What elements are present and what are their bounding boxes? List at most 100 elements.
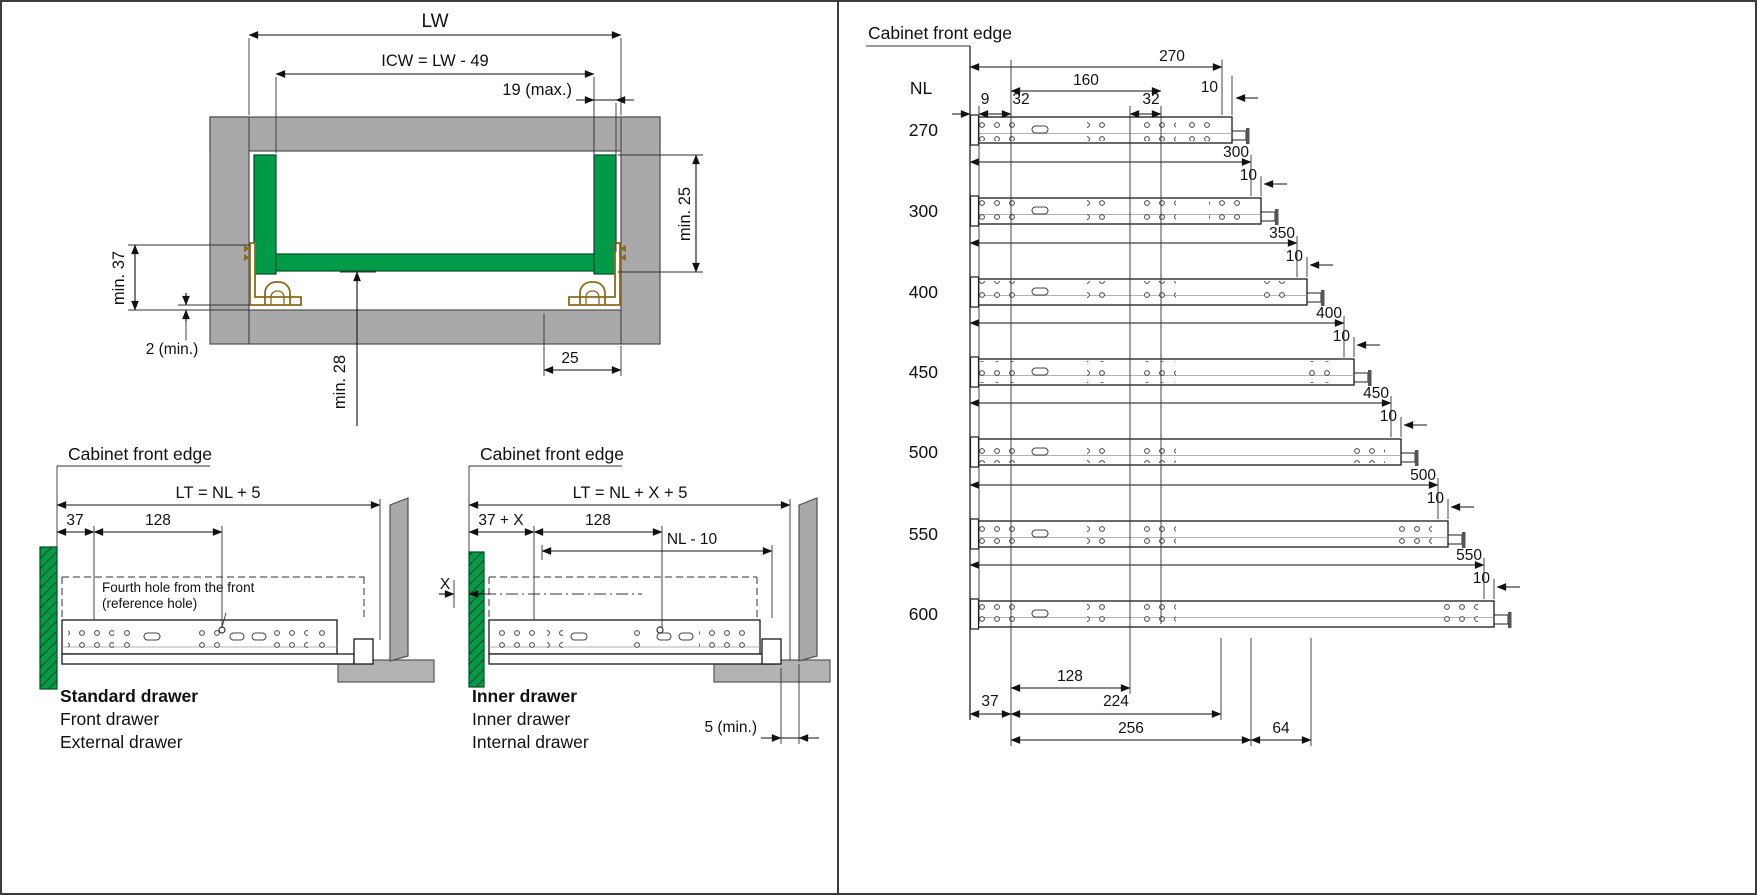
row-dim-value: 450 bbox=[1363, 385, 1389, 402]
slide-front-cap bbox=[969, 436, 980, 468]
hole-slot bbox=[1031, 206, 1049, 215]
hole-cluster bbox=[1140, 200, 1176, 222]
slide-front-cap bbox=[969, 195, 980, 227]
hole-cluster bbox=[1140, 361, 1176, 383]
cross-section-diag: LW ICW = LW - 49 19 (max.) min. 25 min. … bbox=[110, 11, 703, 426]
dim-25: 25 bbox=[561, 350, 578, 367]
cabinet-front-edge-bar bbox=[39, 546, 58, 690]
reference-hole-note-line2: (reference hole) bbox=[102, 596, 197, 611]
row-dim-value: 550 bbox=[1456, 547, 1482, 564]
slide-front-cap bbox=[969, 114, 980, 146]
hole-cluster bbox=[1087, 281, 1113, 303]
dim-37: 37 bbox=[66, 512, 83, 529]
drawer-right-side bbox=[593, 154, 617, 275]
dim-min37: min. 37 bbox=[110, 251, 128, 305]
slide-end-cap bbox=[1246, 128, 1250, 144]
hole-cluster bbox=[978, 200, 1018, 222]
nl-header: NL bbox=[910, 78, 933, 98]
hole-cluster bbox=[978, 603, 1018, 625]
hole-cluster bbox=[1087, 119, 1113, 141]
slide-end-cap bbox=[1462, 532, 1466, 548]
hole-cluster bbox=[1140, 281, 1176, 303]
hole-cluster bbox=[1140, 119, 1176, 141]
dim-9: 9 bbox=[981, 91, 990, 108]
slide-body bbox=[969, 520, 1449, 548]
row-dim-value: 400 bbox=[1316, 305, 1342, 322]
hole-slot bbox=[1031, 367, 1049, 376]
dim-32b: 32 bbox=[1142, 91, 1159, 108]
hole-cluster bbox=[1087, 200, 1113, 222]
row-dim-value: 300 bbox=[1223, 144, 1249, 161]
hole-cluster bbox=[1087, 603, 1113, 625]
nl-value: 450 bbox=[909, 362, 938, 382]
slide-end-cap bbox=[1508, 612, 1512, 628]
left-slide-rail bbox=[264, 281, 291, 305]
rear-bracket bbox=[761, 638, 782, 665]
dim-64: 64 bbox=[1272, 720, 1290, 737]
cabinet-front-edge-label: Cabinet front edge bbox=[868, 23, 1012, 43]
standard-drawer-alt1: Front drawer bbox=[60, 709, 159, 729]
standard-drawer-title: Standard drawer bbox=[60, 686, 198, 706]
dim-min28: min. 28 bbox=[331, 355, 349, 409]
drawer-left-side bbox=[253, 154, 277, 275]
cabinet-bottom-panel bbox=[248, 309, 622, 345]
standard-labels: Cabinet front edge LT = NL + 5 37 128 Fo… bbox=[60, 444, 261, 752]
dim-19max: 19 (max.) bbox=[502, 81, 572, 99]
slide-front-cap bbox=[969, 518, 980, 550]
hole-cluster bbox=[1087, 441, 1113, 463]
hole-cluster bbox=[1140, 523, 1176, 545]
dim-lw: LW bbox=[421, 11, 448, 32]
length-chart-labels: Cabinet front edge NL 270 10 160 9 32 32… bbox=[868, 23, 1290, 737]
left-slide-rail-inner bbox=[270, 290, 285, 305]
dim-x: X bbox=[440, 576, 451, 593]
cabinet-top-panel bbox=[209, 116, 661, 152]
dim-224: 224 bbox=[1103, 693, 1129, 710]
reference-hole-note-line1: Fourth hole from the front bbox=[102, 580, 255, 595]
slide-front-cap bbox=[969, 356, 980, 388]
row-dim-value: 350 bbox=[1269, 225, 1295, 242]
right-slide-bracket bbox=[568, 242, 621, 306]
slide-front-cap bbox=[969, 598, 980, 630]
right-fastener-icon bbox=[620, 254, 626, 261]
hole-cluster bbox=[978, 281, 1018, 303]
right-fastener-icon bbox=[620, 245, 626, 252]
slide-length-rows: 2703003001040035010450400105004501055050… bbox=[909, 114, 1520, 630]
inner-drawer-title: Inner drawer bbox=[472, 686, 577, 706]
dim-icw: ICW = LW - 49 bbox=[381, 52, 488, 70]
hole-cluster bbox=[1255, 281, 1291, 303]
nl-value: 600 bbox=[909, 604, 938, 624]
hole-cluster bbox=[1349, 441, 1385, 463]
inner-slide bbox=[488, 619, 782, 665]
slide-end-cap bbox=[1415, 450, 1419, 466]
slide-body bbox=[969, 600, 1495, 628]
cabinet-back-panel bbox=[389, 497, 409, 662]
hole-cluster bbox=[1180, 119, 1216, 141]
hole-slot bbox=[1031, 529, 1049, 538]
hole-slot bbox=[1031, 609, 1049, 618]
slide-front-cap bbox=[969, 276, 980, 308]
cabinet-left-panel bbox=[209, 116, 250, 345]
standard-slide bbox=[61, 619, 374, 665]
inner-dimensions bbox=[439, 465, 819, 744]
dim-270: 270 bbox=[1159, 48, 1185, 65]
dim-128: 128 bbox=[1057, 668, 1083, 685]
cabinet-back-panel bbox=[798, 497, 818, 662]
inner-labels: Cabinet front edge LT = NL + X + 5 37 + … bbox=[440, 444, 757, 752]
rear-bracket bbox=[353, 638, 374, 665]
standard-dimensions bbox=[56, 465, 381, 640]
reference-hole bbox=[656, 626, 664, 634]
right-slide-rail-inner bbox=[585, 290, 600, 305]
nl-value: 550 bbox=[909, 524, 938, 544]
dim-37x: 37 + X bbox=[478, 512, 524, 529]
dim-37: 37 bbox=[981, 693, 998, 710]
dim-32a: 32 bbox=[1012, 91, 1029, 108]
hole-cluster bbox=[1087, 361, 1113, 383]
row-dim-value: 500 bbox=[1410, 467, 1436, 484]
hole-cluster bbox=[978, 119, 1018, 141]
hole-cluster bbox=[978, 361, 1018, 383]
dim-5min: 5 (min.) bbox=[704, 719, 757, 736]
left-fastener-icon bbox=[244, 254, 250, 261]
slide-end-cap bbox=[1321, 290, 1325, 306]
dim-nl10: NL - 10 bbox=[667, 531, 718, 548]
